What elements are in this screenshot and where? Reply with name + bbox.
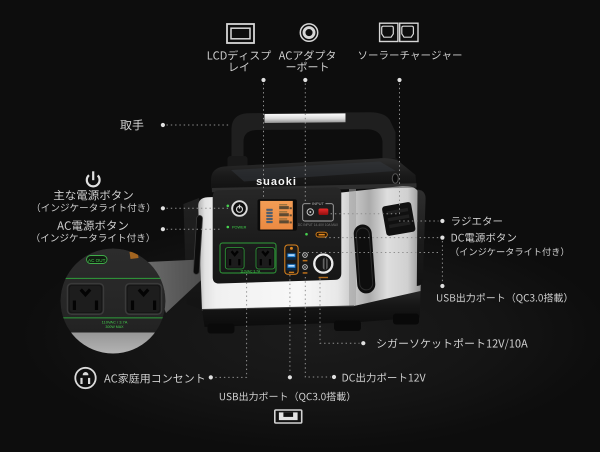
- svg-text:suaoki: suaoki: [256, 176, 297, 188]
- svg-text:110VAC / 3.7A: 110VAC / 3.7A: [102, 319, 128, 324]
- svg-text:110VAC 3.7A: 110VAC 3.7A: [240, 270, 261, 274]
- svg-text:AC OUT: AC OUT: [88, 258, 106, 263]
- svg-text:POWER: POWER: [232, 226, 247, 230]
- svg-text:300W MAX: 300W MAX: [105, 325, 124, 329]
- svg-text:INPUT: INPUT: [312, 201, 325, 206]
- svg-text:DC INPUT 14-40V 10A MAX: DC INPUT 14-40V 10A MAX: [298, 223, 339, 227]
